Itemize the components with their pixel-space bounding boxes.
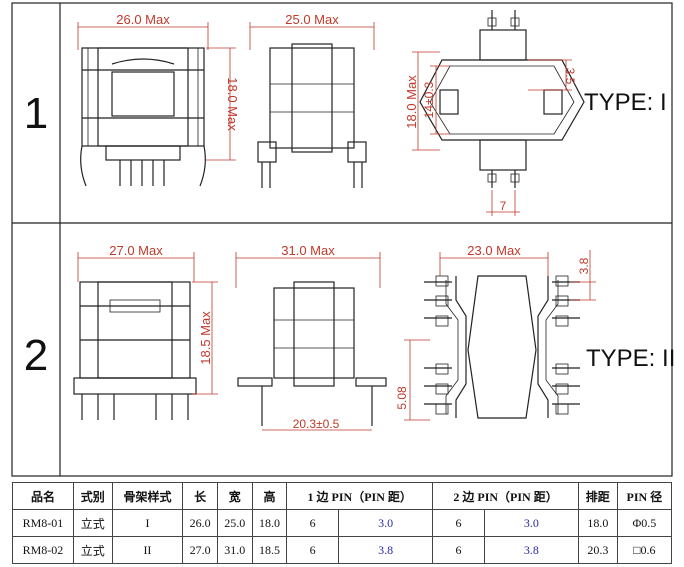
type1-top-view: 18.0 Max 14±0.3 3.5 7 — [404, 10, 585, 216]
header-side2-pin: 2 边 PIN（PIN 距） — [432, 482, 579, 510]
type2-front-width: 27.0 Max — [109, 243, 163, 258]
type2-front-height: 18.5 Max — [198, 311, 213, 365]
type2-side-view: 31.0 Max 20.3±0.5 — [235, 243, 387, 431]
type1-top-gap: 7 — [500, 199, 507, 213]
table-cell: II — [111, 536, 184, 564]
table-cell: 25.0 — [216, 509, 253, 537]
type2-front-view: 27.0 Max 18.5 Max — [73, 243, 218, 420]
table-cell: 立式 — [72, 536, 113, 564]
table-header-row: 品名 式别 骨架样式 长 宽 高 1 边 PIN（PIN 距） 2 边 PIN（… — [12, 482, 673, 510]
table-cell: 6 — [432, 509, 485, 537]
type1-side-width: 25.0 Max — [285, 12, 339, 27]
type1-front-width: 26.0 Max — [116, 12, 170, 27]
header-style: 式别 — [72, 482, 113, 510]
table-cell: 3.8 — [483, 536, 579, 564]
type1-front-view: 26.0 Max 18.0 Max — [77, 12, 240, 187]
table-row: RM8-01 立式 I 26.0 25.0 18.0 6 3.0 6 3.0 1… — [12, 509, 673, 537]
type2-top-gap: 5.08 — [395, 386, 409, 410]
type2-top-pitch: 3.8 — [577, 257, 591, 274]
type2-top-view: 23.0 Max 3.8 5.08 — [395, 243, 596, 421]
header-width: 宽 — [216, 482, 253, 510]
table-cell: 3.0 — [483, 509, 579, 537]
table-cell: 18.5 — [251, 536, 288, 564]
table-cell: 20.3 — [577, 536, 618, 564]
table-cell: 3.0 — [338, 509, 434, 537]
header-height: 高 — [251, 482, 288, 510]
table-cell: Φ0.5 — [616, 509, 673, 537]
table-cell: 6 — [286, 536, 340, 564]
header-name: 品名 — [12, 482, 74, 510]
outer-border — [11, 2, 673, 477]
type2-top-width: 23.0 Max — [467, 243, 521, 258]
header-pin-diameter: PIN 径 — [616, 482, 673, 510]
type2-label: TYPE: II — [586, 345, 675, 372]
row-1-number: 1 — [24, 89, 48, 138]
type2-side-width: 31.0 Max — [281, 243, 335, 258]
table-row: RM8-02 立式 II 27.0 31.0 18.5 6 3.8 6 3.8 … — [12, 536, 673, 564]
table-cell: 18.0 — [251, 509, 288, 537]
table-cell: 27.0 — [182, 536, 218, 564]
type2-side-base: 20.3±0.5 — [293, 417, 340, 431]
table-cell: RM8-01 — [12, 509, 74, 537]
table-cell: 6 — [432, 536, 485, 564]
spec-table: 品名 式别 骨架样式 长 宽 高 1 边 PIN（PIN 距） 2 边 PIN（… — [12, 482, 673, 564]
table-cell: □0.6 — [616, 536, 673, 564]
type1-top-height: 18.0 Max — [404, 75, 419, 129]
type1-label: TYPE: I — [584, 89, 667, 116]
table-cell: 26.0 — [182, 509, 218, 537]
table-cell: 31.0 — [216, 536, 253, 564]
table-cell: RM8-02 — [12, 536, 74, 564]
type1-side-view: 25.0 Max — [249, 12, 375, 188]
table-cell: 立式 — [72, 509, 113, 537]
header-length: 长 — [182, 482, 218, 510]
header-row-spacing: 排距 — [577, 482, 618, 510]
type1-top-pitch: 3.5 — [563, 68, 577, 85]
type1-top-inner: 14±0.3 — [422, 81, 436, 118]
table-cell: 3.8 — [338, 536, 434, 564]
header-bobbin: 骨架样式 — [111, 482, 184, 510]
header-side1-pin: 1 边 PIN（PIN 距） — [286, 482, 434, 510]
table-cell: 6 — [286, 509, 340, 537]
row-2-number: 2 — [24, 331, 48, 380]
type1-front-height: 18.0 Max — [225, 77, 240, 131]
table-cell: 18.0 — [577, 509, 618, 537]
table-cell: I — [111, 509, 184, 537]
